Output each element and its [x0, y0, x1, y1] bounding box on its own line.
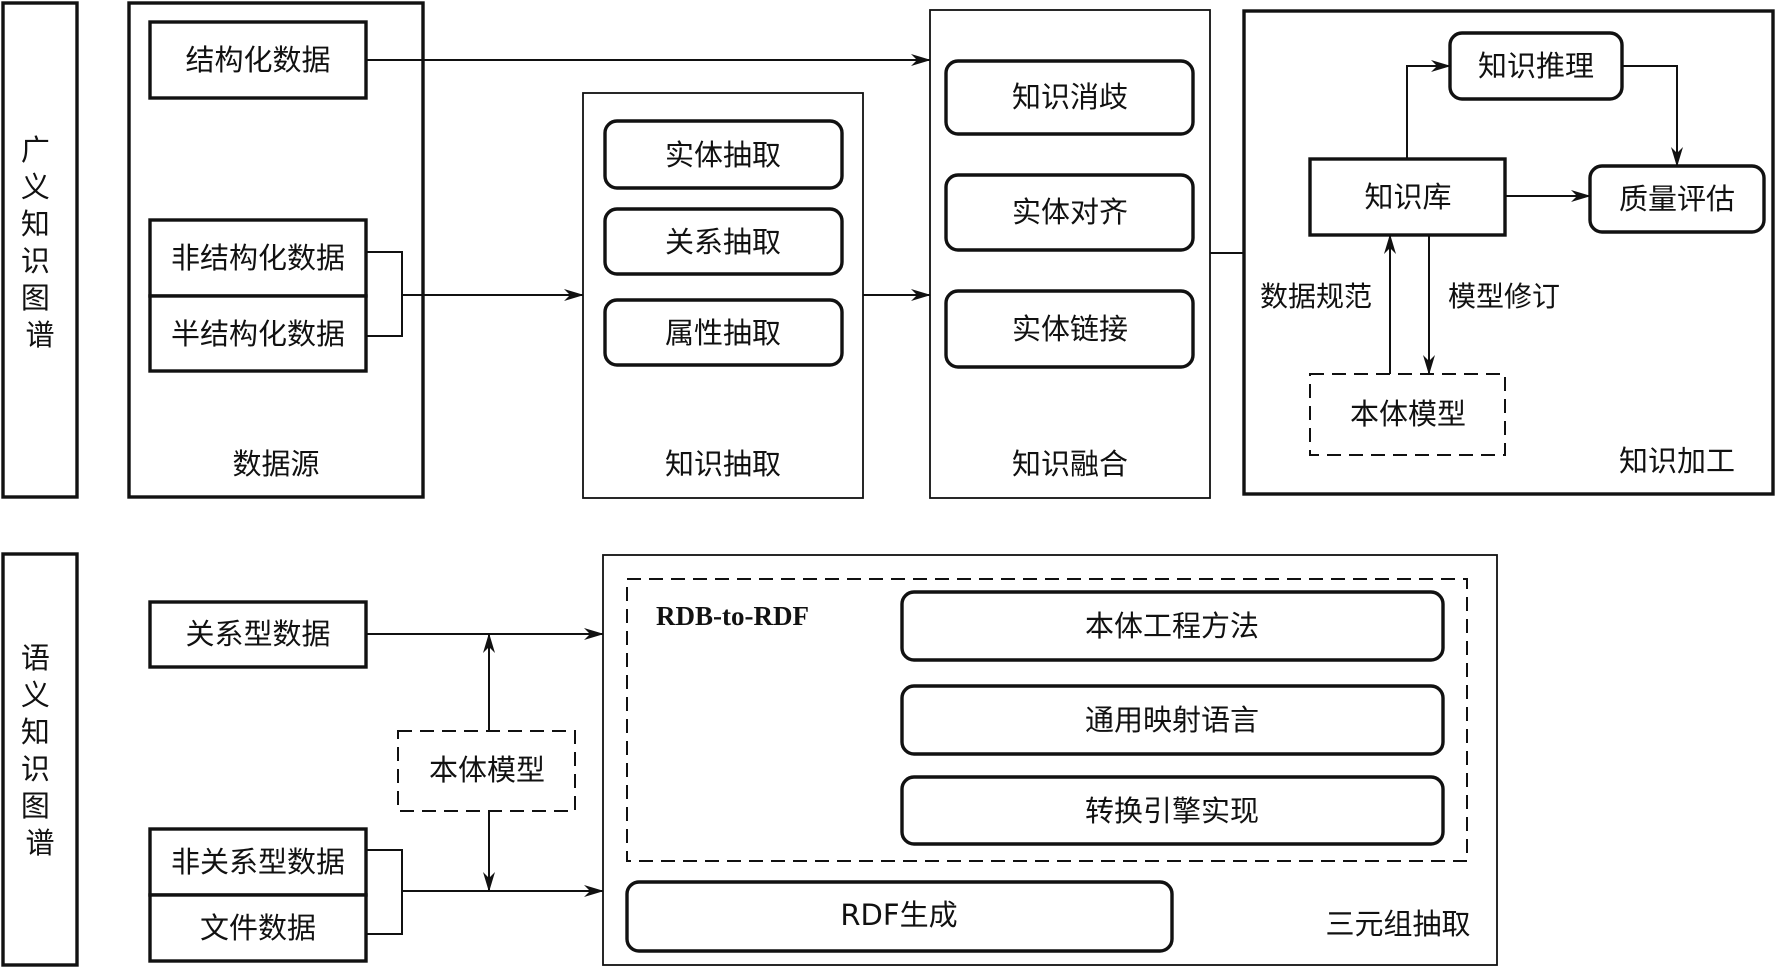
knowledge-extraction-title: 知识抽取	[665, 447, 781, 481]
broad-kg-label-box	[1, 1, 79, 499]
entity-linking-label: 实体链接	[1012, 312, 1128, 346]
non-relational-data-box[interactable]	[148, 827, 368, 897]
relation-extraction-box[interactable]	[603, 207, 844, 276]
semi-structured-data-box[interactable]	[148, 294, 368, 373]
disambiguation-box[interactable]	[944, 59, 1195, 136]
knowledge-base-label: 知识库	[1364, 180, 1451, 214]
semantic-kg-label-box	[1, 552, 79, 967]
label-char: 广	[21, 133, 50, 167]
unstructured-data-label: 非结构化数据	[171, 241, 345, 275]
knowledge-fusion-title: 知识融合	[1012, 447, 1128, 481]
rdf-generation-box[interactable]	[625, 880, 1174, 953]
knowledge-reasoning-label: 知识推理	[1478, 49, 1594, 83]
entity-extraction-label: 实体抽取	[665, 138, 781, 172]
data-spec-label: 数据规范	[1260, 280, 1372, 313]
entity-linking-box[interactable]	[944, 289, 1195, 369]
disambiguation-label: 知识消歧	[1012, 80, 1128, 114]
label-char: 识	[21, 752, 50, 786]
file-data-box[interactable]	[148, 893, 368, 963]
label-char: 谱	[25, 826, 54, 860]
label-char: 知	[21, 715, 50, 749]
broad-kg-section: 广 义 知 识 图 谱 结构化数据 非结构化数据 半结构化数据 数据源 实体抽取…	[1, 1, 1775, 499]
attribute-extraction-label: 属性抽取	[665, 316, 781, 350]
entity-alignment-box[interactable]	[944, 173, 1195, 252]
conversion-engine-label: 转换引擎实现	[1085, 794, 1259, 828]
file-data-label: 文件数据	[200, 911, 316, 945]
triple-extraction-title: 三元组抽取	[1325, 907, 1470, 941]
knowledge-processing-title: 知识加工	[1619, 444, 1735, 478]
semantic-kg-section: 语 义 知 识 图 谱 关系型数据 非关系型数据 文件数据 本体模型 RDB-t…	[1, 552, 1498, 967]
label-char: 图	[21, 789, 50, 823]
rdf-generation-label: RDF生成	[840, 898, 957, 932]
label-char: 语	[21, 641, 50, 675]
relational-data-box[interactable]	[148, 600, 368, 669]
semantic-kg-label: 语 义 知 识 图 谱	[21, 641, 59, 860]
label-char: 义	[21, 678, 50, 712]
mapping-language-label: 通用映射语言	[1085, 703, 1259, 737]
ontology-model-label-top: 本体模型	[1350, 397, 1466, 431]
non-relational-bracket	[366, 849, 403, 935]
data-source-title: 数据源	[232, 447, 319, 481]
non-relational-data-label: 非关系型数据	[171, 845, 345, 879]
attribute-extraction-box[interactable]	[603, 298, 844, 367]
label-char: 图	[21, 281, 50, 315]
label-char: 义	[21, 170, 50, 204]
ontology-engineering-box[interactable]	[900, 590, 1445, 662]
relational-data-label: 关系型数据	[185, 617, 330, 651]
broad-kg-label: 广 义 知 识 图 谱	[21, 133, 59, 352]
ontology-model-box-top[interactable]	[1309, 373, 1506, 456]
structured-data-label: 结构化数据	[185, 43, 330, 77]
ontology-engineering-label: 本体工程方法	[1085, 609, 1259, 643]
conversion-engine-box[interactable]	[900, 775, 1445, 846]
label-char: 识	[21, 244, 50, 278]
ontology-model-label-bottom: 本体模型	[429, 753, 545, 787]
entity-alignment-label: 实体对齐	[1012, 195, 1128, 229]
rdb-to-rdf-label: RDB-to-RDF	[656, 601, 809, 631]
unstructured-data-box[interactable]	[148, 218, 368, 298]
relation-extraction-label: 关系抽取	[665, 225, 781, 259]
mapping-language-box[interactable]	[900, 684, 1445, 756]
quality-assessment-label: 质量评估	[1619, 182, 1735, 216]
reasoning-to-quality-arrow	[1622, 65, 1683, 167]
model-revision-label: 模型修订	[1448, 280, 1560, 313]
kb-to-reasoning-arrow	[1406, 60, 1451, 159]
semi-structured-data-label: 半结构化数据	[171, 317, 345, 351]
entity-extraction-box[interactable]	[603, 119, 844, 190]
label-char: 知	[21, 207, 50, 241]
ontology-model-box-bottom[interactable]	[397, 730, 576, 812]
label-char: 谱	[25, 318, 54, 352]
